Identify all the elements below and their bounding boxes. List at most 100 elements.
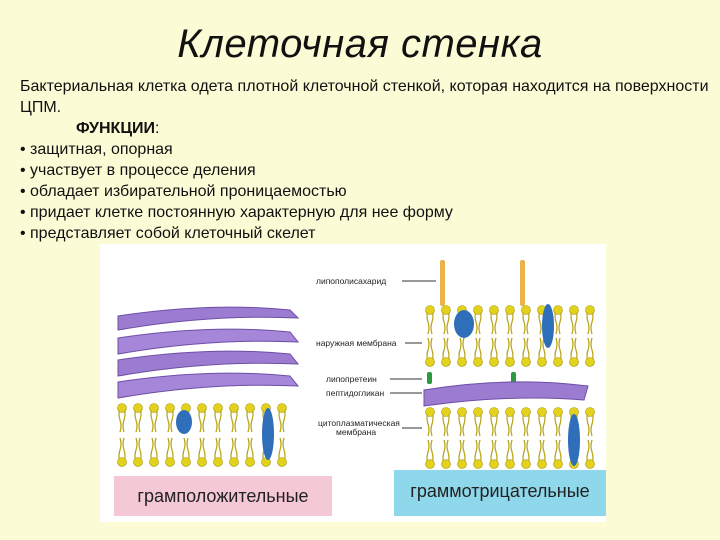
label-outer-membrane: наружная мембрана [316,338,397,348]
lipid-head [489,305,499,315]
cell-wall-diagram: липополисахарид наружная мембрана липопр… [114,260,606,516]
functions-list: •защитная, опорная •участвует в процессе… [20,139,710,244]
lipid-head [473,407,483,417]
lipid-head [553,407,563,417]
lipid-head [425,305,435,315]
function-text: придает клетке постоянную характерную дл… [30,204,453,221]
lipid-head [505,459,515,469]
gram-negative-label-box [394,470,606,516]
label-cytoplasmic-membrane-2: мембрана [336,427,376,437]
gram-negative-label: граммотрицательные [410,481,589,501]
intro-paragraph: Бактериальная клетка одета плотной клето… [20,78,709,116]
lipid-head [197,457,207,467]
lps-stalk [440,260,445,306]
lipid-head [585,357,595,367]
lipid-head [229,457,239,467]
lipid-head [277,457,287,467]
lipid-head [521,305,531,315]
gram-positive-cytoplasmic-membrane [117,403,287,467]
lipid-head [521,407,531,417]
lipid-head [521,357,531,367]
lipoprotein [511,372,516,384]
function-item: •защитная, опорная [20,139,710,160]
functions-heading-text: ФУНКЦИИ [76,120,156,137]
peptidoglycan-strand [117,306,300,331]
membrane-protein [262,408,274,460]
lipid-head [197,403,207,413]
function-text: участвует в процессе деления [30,162,256,179]
lipid-head [585,305,595,315]
lipid-head [245,457,255,467]
lipid-head [537,459,547,469]
lipid-head [165,403,175,413]
lipid-head [441,459,451,469]
lipid-head [245,403,255,413]
label-cytoplasmic-membrane-1: цитоплазматическая [318,418,400,428]
lipid-head [505,305,515,315]
gram-positive-peptidoglycan [117,306,300,399]
bullet-icon: • [20,162,26,179]
lipid-head [473,305,483,315]
gram-negative-outer-membrane [425,305,595,367]
bullet-icon: • [20,141,26,158]
function-item: •придает клетке постоянную характерную д… [20,202,710,223]
gram-positive-label-box [114,476,332,516]
label-peptidoglycan: пептидогликан [326,388,385,398]
lipid-head [569,305,579,315]
lipid-head [569,357,579,367]
lipid-head [181,457,191,467]
functions-heading: ФУНКЦИИ: [76,118,710,139]
lipid-head [441,407,451,417]
lipid-head [133,403,143,413]
bullet-icon: • [20,204,26,221]
function-item: •представляет собой клеточный скелет [20,223,710,244]
lipid-head [441,357,451,367]
lipid-head [473,357,483,367]
lps-chains [440,260,525,306]
lipid-head [425,407,435,417]
lipid-head [585,407,595,417]
function-item: •обладает избирательной проницаемостью [20,181,710,202]
lipid-head [133,457,143,467]
lipid-head [441,305,451,315]
peptidoglycan-strand [117,372,300,399]
lipid-head [553,305,563,315]
lipoproteins [427,372,516,384]
lipid-head [457,357,467,367]
membrane-protein [568,414,580,466]
lipid-head [553,357,563,367]
membrane-protein [454,310,474,338]
lps-stalk [520,260,525,306]
label-lipoprotein: липопретеин [326,374,377,384]
lipid-head [213,457,223,467]
lipid-head [165,457,175,467]
lipid-head [505,407,515,417]
lipid-head [553,459,563,469]
lipid-head [537,407,547,417]
lipid-head [277,403,287,413]
lipid-head [149,403,159,413]
function-text: защитная, опорная [30,141,173,158]
lipid-head [537,357,547,367]
functions-heading-colon: : [155,120,160,137]
lipid-head [489,407,499,417]
slide-title: Клеточная стенка [177,22,543,66]
lipid-head [457,459,467,469]
cell-wall-figure: липополисахарид наружная мембрана липопр… [100,244,606,522]
lipid-head [425,357,435,367]
slide-body: Бактериальная клетка одета плотной клето… [20,76,710,244]
lipid-head [473,459,483,469]
function-item: •участвует в процессе деления [20,160,710,181]
lipid-head [521,459,531,469]
lipid-head [117,457,127,467]
gram-positive-label: грамположительные [137,486,308,506]
lipoprotein [427,372,432,384]
peptidoglycan-strand [117,350,300,377]
lipid-head [213,403,223,413]
lipid-head [505,357,515,367]
lipid-head [457,407,467,417]
lipid-head [489,357,499,367]
lipid-head [585,459,595,469]
lipid-head [425,459,435,469]
gram-negative-peptidoglycan [423,381,589,407]
